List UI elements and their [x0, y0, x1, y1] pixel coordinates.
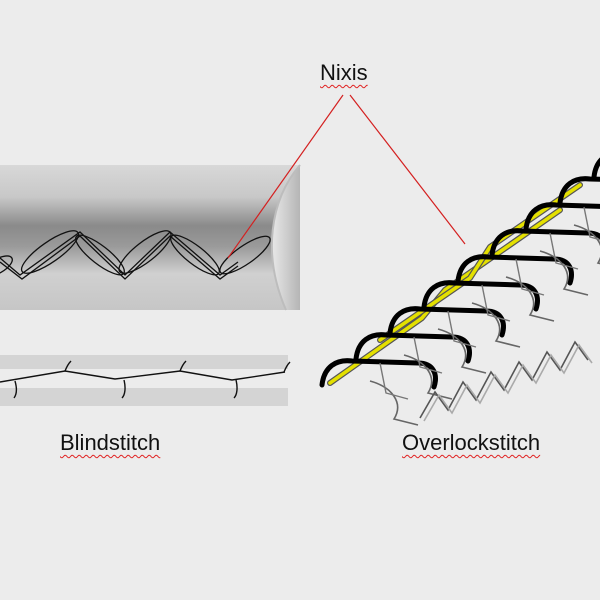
- blindstitch-fabric-fold: [0, 164, 301, 311]
- upper-looper-loop: [421, 280, 540, 312]
- upper-looper-loop: [387, 306, 506, 338]
- stitch-tie: [413, 336, 443, 374]
- nixis-label: Nixis: [320, 60, 368, 85]
- stitch-tie: [379, 362, 409, 400]
- upper-looper-loop: [523, 202, 600, 232]
- upper-looper-loop: [591, 157, 600, 180]
- stitch-tie: [583, 206, 600, 241]
- blindstitch-loops: [0, 230, 271, 280]
- stitch-tie: [515, 258, 545, 296]
- blindstitch-label: Blindstitch: [60, 430, 161, 455]
- upper-looper-loop: [489, 228, 600, 258]
- overlock-looper-threads: [319, 157, 600, 426]
- lower-looper-loop: [539, 250, 589, 296]
- blindstitch-cross-section: [0, 355, 291, 406]
- upper-looper-loop: [557, 176, 600, 206]
- lower-looper-loop: [403, 354, 453, 400]
- stitch-tie: [549, 232, 579, 270]
- lower-looper-loop: [369, 380, 419, 426]
- lower-looper-loop: [505, 276, 555, 322]
- overlockstitch-label: Overlockstitch: [402, 430, 541, 455]
- lower-looper-loop: [471, 302, 521, 348]
- overlock-lower-zigzag: [419, 340, 593, 422]
- upper-looper-loop: [455, 254, 574, 286]
- stitch-tie: [481, 284, 511, 322]
- nixis-leader-lines: [227, 94, 466, 259]
- upper-looper-loop: [319, 358, 438, 390]
- stitch-tie: [447, 310, 477, 348]
- lower-looper-loop: [437, 328, 487, 374]
- upper-looper-loop: [353, 332, 472, 364]
- lower-looper-loop: [573, 224, 600, 265]
